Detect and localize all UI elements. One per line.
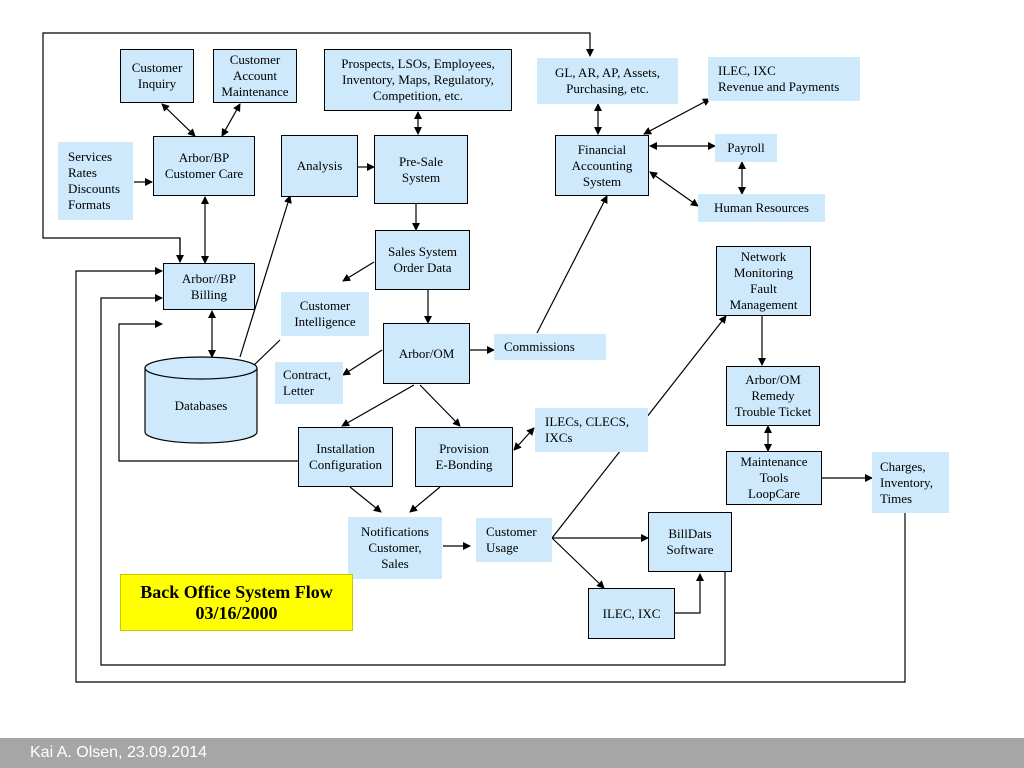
sales-system-order-data-box: Sales System Order Data <box>375 230 470 290</box>
connector-intelligence-databases <box>251 339 281 368</box>
connector-account-care <box>221 103 241 137</box>
commissions-box: Commissions <box>494 334 606 360</box>
customer-account-maintenance-box: Customer Account Maintenance <box>213 49 297 103</box>
customer-inquiry-box: Customer Inquiry <box>120 49 194 103</box>
provision-ebonding-box: Provision E-Bonding <box>415 427 513 487</box>
gl-ar-ap-box: GL, AR, AP, Assets, Purchasing, etc. <box>537 58 678 104</box>
network-monitoring-box: Network Monitoring Fault Management <box>716 246 811 316</box>
analysis-box: Analysis <box>281 135 358 197</box>
connector-arborom-contract <box>342 349 383 376</box>
payroll-box: Payroll <box>715 134 777 162</box>
connector-arborom-installation <box>341 384 415 427</box>
customer-intelligence-box: Customer Intelligence <box>281 292 369 336</box>
connector-provision-ilecs <box>513 427 535 451</box>
connector-sales-intelligence <box>342 261 375 282</box>
contract-letter-box: Contract, Letter <box>275 362 343 404</box>
connector-billdats-billing <box>100 294 726 666</box>
connector-commissions-financial <box>536 195 608 334</box>
connector-ilecixc-billdats <box>675 573 704 614</box>
flow-diagram <box>42 32 906 683</box>
connector-installation-billing <box>118 320 298 462</box>
connector-databases-analysis <box>239 195 292 358</box>
connector-installation-notifications <box>349 486 382 513</box>
connector-provision-notifications <box>409 486 441 513</box>
footer-author-date: Kai A. Olsen, 23.09.2014 <box>30 744 208 761</box>
connector-financial-hr <box>649 171 699 207</box>
connector-arborom-provision <box>419 384 461 427</box>
connector-usage-ilecixc <box>551 537 605 589</box>
installation-configuration-box: Installation Configuration <box>298 427 393 487</box>
pre-sale-system-box: Pre-Sale System <box>374 135 468 204</box>
arbor-bp-billing-box: Arbor//BP Billing <box>163 263 255 310</box>
arbor-bp-customer-care-box: Arbor/BP Customer Care <box>153 136 255 196</box>
ilec-ixc-revenue-box: ILEC, IXC Revenue and Payments <box>708 57 860 101</box>
databases-cylinder <box>144 356 258 444</box>
arbor-om-box: Arbor/OM <box>383 323 470 384</box>
ilec-ixc-box: ILEC, IXC <box>588 588 675 639</box>
prospects-box: Prospects, LSOs, Employees, Inventory, M… <box>324 49 512 111</box>
title-date: 03/16/2000 <box>195 602 278 623</box>
footer-bar: Kai A. Olsen, 23.09.2014 <box>0 738 1024 768</box>
maintenance-tools-box: Maintenance Tools LoopCare <box>726 451 822 505</box>
services-rates-box: Services Rates Discounts Formats <box>58 142 133 220</box>
notifications-box: Notifications Customer, Sales <box>348 517 442 579</box>
databases-label: Databases <box>174 398 228 413</box>
billdats-software-box: BillDats Software <box>648 512 732 572</box>
ilecs-clecs-ixcs-box: ILECs, CLECS, IXCs <box>535 408 648 452</box>
title-line-1: Back Office System Flow <box>140 581 333 602</box>
human-resources-box: Human Resources <box>698 194 825 222</box>
connector-financial-ilecrev <box>643 98 711 135</box>
customer-usage-box: Customer Usage <box>476 518 552 562</box>
financial-accounting-system-box: Financial Accounting System <box>555 135 649 196</box>
connector-charges-billing <box>75 267 906 683</box>
connector-inquiry-care <box>161 103 196 137</box>
arbor-om-remedy-box: Arbor/OM Remedy Trouble Ticket <box>726 366 820 426</box>
charges-inventory-times-box: Charges, Inventory, Times <box>872 452 949 513</box>
diagram-title: Back Office System Flow 03/16/2000 <box>120 574 353 631</box>
